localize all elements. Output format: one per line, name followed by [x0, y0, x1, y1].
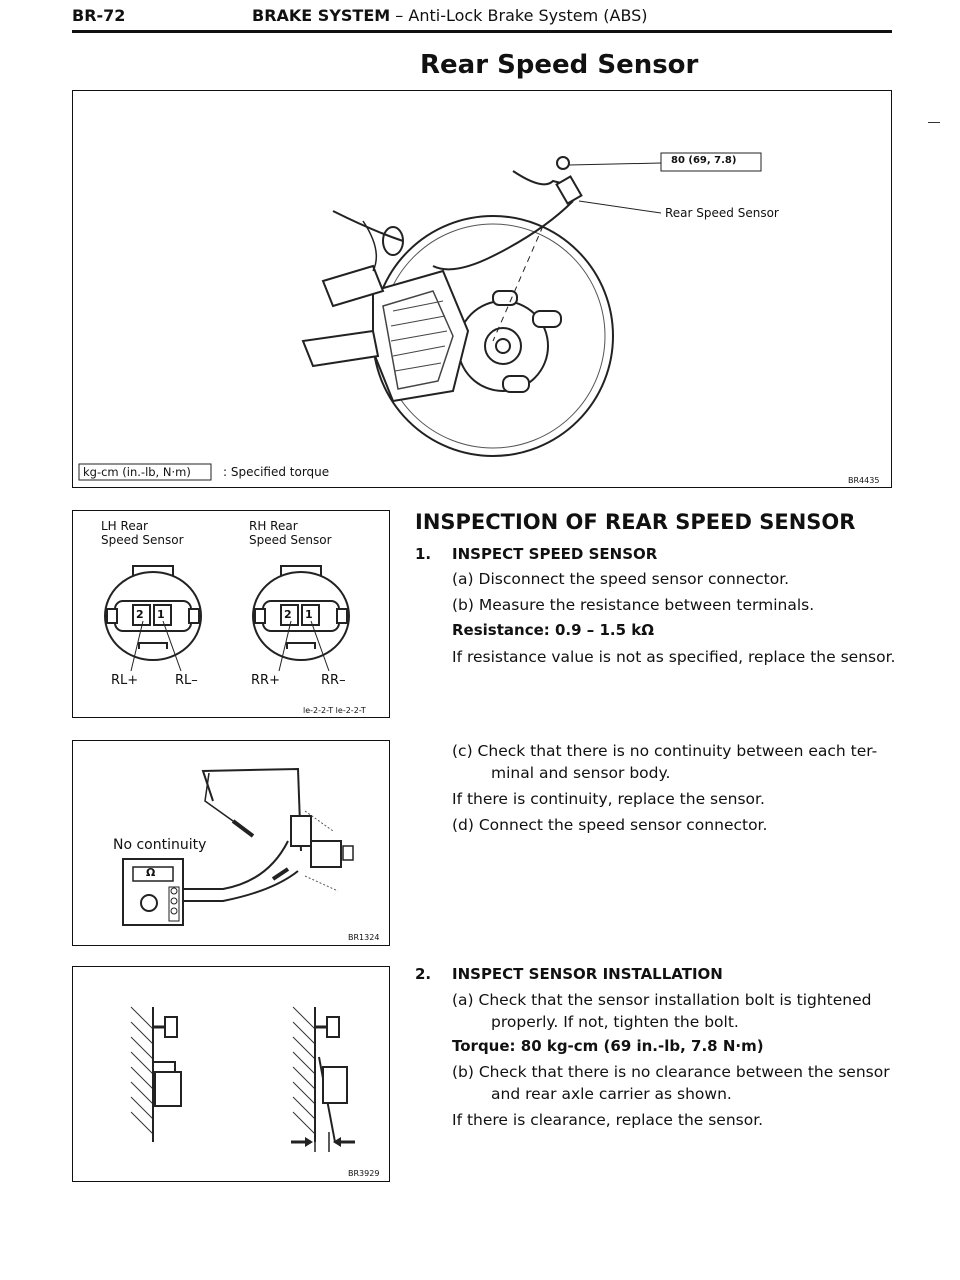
- resistance-note: If resistance value is not as specified,…: [452, 648, 896, 666]
- step-2a-line1: (a) Check that the sensor installation b…: [452, 991, 872, 1009]
- figure-code: BR1324: [348, 933, 380, 942]
- step-2-number: 2.: [415, 965, 432, 983]
- figure-code: BR4435: [848, 476, 880, 485]
- rl-plus-label: RL+: [111, 673, 139, 688]
- continuity-note: If there is continuity, replace the sens…: [452, 790, 765, 808]
- installation-figure: BR3929: [72, 966, 390, 1182]
- step-2b-line1: (b) Check that there is no clearance bet…: [452, 1063, 890, 1081]
- header-title: BRAKE SYSTEM – Anti-Lock Brake System (A…: [252, 6, 648, 25]
- brake-assembly-illustration: [78, 152, 762, 481]
- header-section: BRAKE SYSTEM: [252, 6, 391, 25]
- torque-unit-legend: kg-cm (in.-lb, N·m): [83, 465, 191, 479]
- header-rule: [72, 30, 892, 33]
- continuity-illustration: [122, 767, 354, 926]
- rh-pin-1: 1: [305, 608, 313, 621]
- torque-callout: 80 (69, 7.8): [671, 155, 737, 166]
- installation-illustration: [130, 1006, 355, 1152]
- step-1-title: INSPECT SPEED SENSOR: [452, 545, 658, 563]
- continuity-figure: No continuity Ω BR1324: [72, 740, 390, 946]
- inspection-heading: INSPECTION OF REAR SPEED SENSOR: [415, 510, 856, 534]
- torque-spec: Torque: 80 kg-cm (69 in.-lb, 7.8 N·m): [452, 1037, 764, 1055]
- step-1d: (d) Connect the speed sensor connector.: [452, 816, 768, 834]
- step-1c-line2: minal and sensor body.: [491, 764, 671, 782]
- clearance-note: If there is clearance, replace the senso…: [452, 1111, 764, 1129]
- rear-speed-sensor-figure: 80 (69, 7.8) Rear Speed Sensor kg-cm (in…: [72, 90, 892, 488]
- rh-pin-2: 2: [284, 608, 292, 621]
- step-1b: (b) Measure the resistance between termi…: [452, 596, 815, 614]
- lh-sensor-title: LH Rear Speed Sensor: [101, 519, 184, 547]
- margin-mark: [928, 122, 940, 123]
- figure-code: BR3929: [348, 1169, 380, 1178]
- rear-speed-sensor-label: Rear Speed Sensor: [665, 206, 779, 220]
- resistance-spec: Resistance: 0.9 – 1.5 kΩ: [452, 621, 655, 639]
- step-1a: (a) Disconnect the speed sensor connecto…: [452, 570, 790, 588]
- step-2a-line2: properly. If not, tighten the bolt.: [491, 1013, 739, 1031]
- legend-description: : Specified torque: [223, 465, 330, 479]
- rr-plus-label: RR+: [251, 673, 280, 688]
- step-1-number: 1.: [415, 545, 432, 563]
- page-code: BR-72: [72, 6, 126, 25]
- lh-pin-2: 2: [136, 608, 144, 621]
- rh-sensor-title: RH Rear Speed Sensor: [249, 519, 332, 547]
- header-subsection: – Anti-Lock Brake System (ABS): [395, 6, 648, 25]
- page-title: Rear Speed Sensor: [420, 50, 699, 80]
- connector-illustration: [104, 565, 350, 672]
- rl-minus-label: RL–: [175, 673, 198, 688]
- connector-figure: LH Rear Speed Sensor RH Rear Speed Senso…: [72, 510, 390, 718]
- no-continuity-label: No continuity: [113, 837, 207, 853]
- lh-pin-1: 1: [157, 608, 165, 621]
- rr-minus-label: RR–: [321, 673, 346, 688]
- ohmmeter-icon: Ω: [146, 866, 156, 879]
- step-2-title: INSPECT SENSOR INSTALLATION: [452, 965, 723, 983]
- step-1c-line1: (c) Check that there is no continuity be…: [452, 742, 878, 760]
- figure-code: le-2-2-T le-2-2-T: [303, 706, 366, 715]
- step-2b-line2: and rear axle carrier as shown.: [491, 1085, 732, 1103]
